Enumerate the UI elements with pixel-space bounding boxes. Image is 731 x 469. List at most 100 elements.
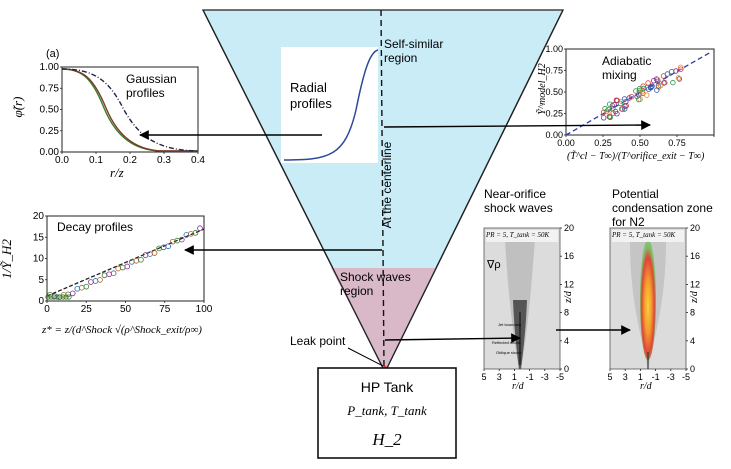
adiabatic-ytick: 0.50 xyxy=(545,87,563,97)
shock-ytick: 8 xyxy=(564,308,569,318)
gaussian-panel-letter: (a) xyxy=(46,48,60,60)
gaussian-xtick: 0.2 xyxy=(123,155,137,166)
cone-edge-left xyxy=(202,9,386,373)
decay-marker xyxy=(60,294,66,300)
decay-marker xyxy=(124,263,131,270)
adiabatic-marker xyxy=(657,82,664,89)
shock-region-label: Shock waves region xyxy=(340,270,411,298)
hp-tank-box xyxy=(317,367,457,459)
gaussian-ytick: 0.50 xyxy=(40,105,60,116)
gaussian-ytick: 0.75 xyxy=(40,83,60,94)
adiabatic-marker xyxy=(668,68,675,75)
decay-marker xyxy=(110,270,117,277)
condensation-xtick: -3 xyxy=(667,372,675,382)
radial-profile-box xyxy=(281,47,378,163)
adiabatic-marker xyxy=(654,87,660,93)
adiabatic-marker xyxy=(605,106,611,113)
shock-xtick: -1 xyxy=(526,372,534,382)
adiabatic-marker xyxy=(602,105,608,112)
tank-params: P_tank, T_tank xyxy=(347,403,427,418)
shock-ylabel: z/d xyxy=(562,291,574,303)
adiabatic-marker xyxy=(676,76,683,82)
adiabatic-marker xyxy=(648,84,654,91)
shock-annotation-oblique: Oblique shock xyxy=(496,350,522,355)
decay-marker xyxy=(138,256,144,263)
centerline-label: At the centerline xyxy=(380,141,394,229)
decay-marker xyxy=(97,277,103,283)
condensation-xtick: 3 xyxy=(623,372,628,382)
adiabatic-marker xyxy=(675,75,682,81)
decay-marker xyxy=(54,294,60,300)
gaussian-xtick: 0.1 xyxy=(89,155,103,166)
adiabatic-marker xyxy=(678,64,684,70)
adiabatic-marker xyxy=(600,109,607,115)
shock-xtick: 1 xyxy=(512,372,517,382)
cone-edge-right xyxy=(384,9,564,373)
gaussian-ytick: 1.00 xyxy=(40,62,60,73)
adiabatic-marker xyxy=(622,106,628,112)
adiabatic-marker xyxy=(639,89,645,95)
adiabatic-xtick: 0.50 xyxy=(631,138,649,148)
decay-ytick: 5 xyxy=(38,275,44,286)
adiabatic-marker xyxy=(610,110,616,116)
gaussian-ytick: 0.00 xyxy=(40,147,60,158)
adiabatic-marker xyxy=(601,115,607,121)
adiabatic-marker xyxy=(661,80,667,86)
decay-ytick: 15 xyxy=(33,232,45,243)
condensation-title: Potential condensation zone for N2 xyxy=(612,187,713,229)
condensation-xtick: 5 xyxy=(607,372,612,382)
arrow-to-adiabatic xyxy=(383,120,651,130)
decay-marker xyxy=(197,225,203,232)
gaussian-xtick: 0.0 xyxy=(55,155,69,166)
adiabatic-ylabel: Ỹ^model_H2 xyxy=(537,63,548,115)
adiabatic-ytick: 1.00 xyxy=(545,44,563,54)
adiabatic-marker xyxy=(637,96,643,102)
shock-ytick: 12 xyxy=(564,279,574,289)
adiabatic-marker xyxy=(619,106,625,112)
adiabatic-title: Adiabatic mixing xyxy=(602,54,652,82)
decay-marker xyxy=(179,236,185,243)
decay-marker xyxy=(165,243,171,250)
decay-xtick: 0 xyxy=(44,304,50,315)
decay-marker xyxy=(48,294,54,300)
adiabatic-ytick: 0.75 xyxy=(545,66,563,76)
adiabatic-marker xyxy=(645,80,651,86)
adiabatic-marker xyxy=(607,114,613,121)
adiabatic-ytick: 0.25 xyxy=(545,109,563,119)
condensation-ytick: 12 xyxy=(690,279,700,289)
decay-xlabel: z* = z/(d^Shock √(ρ^Shock_exit/ρ∞) xyxy=(42,324,202,336)
condensation-ytick: 20 xyxy=(690,223,700,233)
decay-marker xyxy=(192,230,199,236)
gaussian-xtick: 0.4 xyxy=(191,155,205,166)
decay-ytick: 20 xyxy=(33,211,45,222)
adiabatic-marker xyxy=(640,83,646,89)
adiabatic-marker xyxy=(623,99,629,105)
decay-marker xyxy=(83,283,90,290)
shock-xtick: -3 xyxy=(541,372,549,382)
shock-title: Near-orifice shock waves xyxy=(484,187,553,215)
gaussian-ytick: 0.25 xyxy=(40,126,60,137)
adiabatic-ytick: 0.00 xyxy=(545,130,563,140)
adiabatic-marker xyxy=(670,79,676,86)
adiabatic-marker xyxy=(678,66,684,72)
decay-ytick: 10 xyxy=(33,254,45,265)
adiabatic-marker xyxy=(644,92,650,98)
gaussian-ylabel: φ̃(r) xyxy=(10,96,25,118)
adiabatic-marker xyxy=(633,88,639,94)
gaussian-xtick: 0.3 xyxy=(157,155,171,166)
decay-xtick: 75 xyxy=(159,304,171,315)
shock-xtick: 5 xyxy=(481,372,486,382)
arrow-to-shock-image xyxy=(384,333,521,344)
shock-annotation-reflected: Reflected shock xyxy=(492,340,521,345)
shock-xlabel: r/d xyxy=(512,381,524,392)
decay-ytick: 0 xyxy=(38,296,44,307)
leak-point-pointer xyxy=(347,347,384,367)
adiabatic-marker xyxy=(649,83,655,89)
radial-profiles-label: Radial profiles xyxy=(290,80,332,111)
condensation-ylabel: z/d xyxy=(688,291,700,303)
condensation-xlabel: r/d xyxy=(640,381,652,392)
